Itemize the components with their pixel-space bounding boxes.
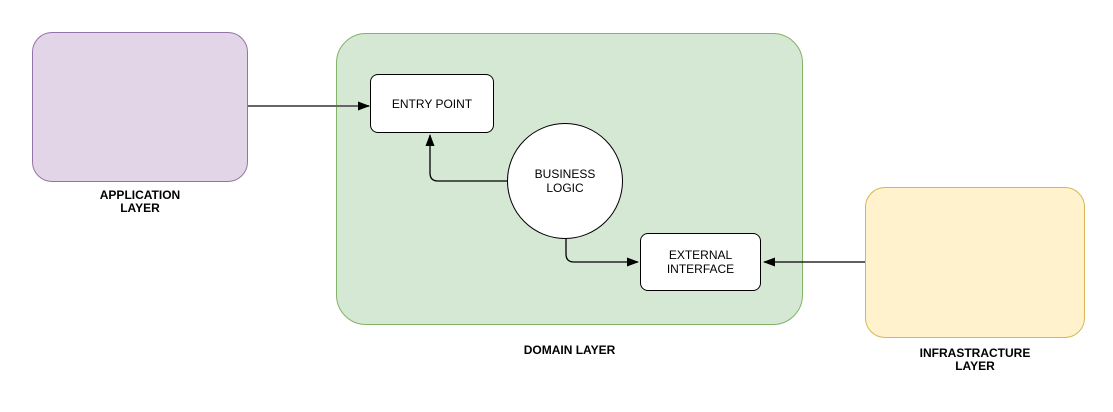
entry-point-node-label: ENTRY POINT — [391, 96, 473, 111]
application-layer-label-text: APPLICATION LAYER — [99, 188, 181, 215]
edge-business-logic-to-external-interface[interactable] — [565, 239, 639, 267]
entry-point-node[interactable]: ENTRY POINT — [370, 74, 494, 133]
application-layer-box[interactable] — [32, 32, 248, 182]
business-logic-node[interactable]: BUSINESS LOGIC — [507, 123, 623, 239]
edge-business-logic-to-entry-point[interactable] — [425, 134, 507, 182]
infrastructure-layer-label: INFRASTRACTURE LAYER — [865, 347, 1085, 373]
application-layer-label: APPLICATION LAYER — [32, 189, 248, 215]
infrastructure-layer-box[interactable] — [865, 187, 1085, 338]
business-logic-node-label: BUSINESS LOGIC — [534, 167, 596, 195]
infrastructure-layer-label-text: INFRASTRACTURE LAYER — [919, 346, 1031, 373]
domain-layer-label: DOMAIN LAYER — [336, 344, 803, 357]
domain-layer-label-text: DOMAIN LAYER — [523, 343, 616, 357]
external-interface-node[interactable]: EXTERNAL INTERFACE — [640, 233, 761, 291]
external-interface-node-label: EXTERNAL INTERFACE — [666, 248, 735, 276]
